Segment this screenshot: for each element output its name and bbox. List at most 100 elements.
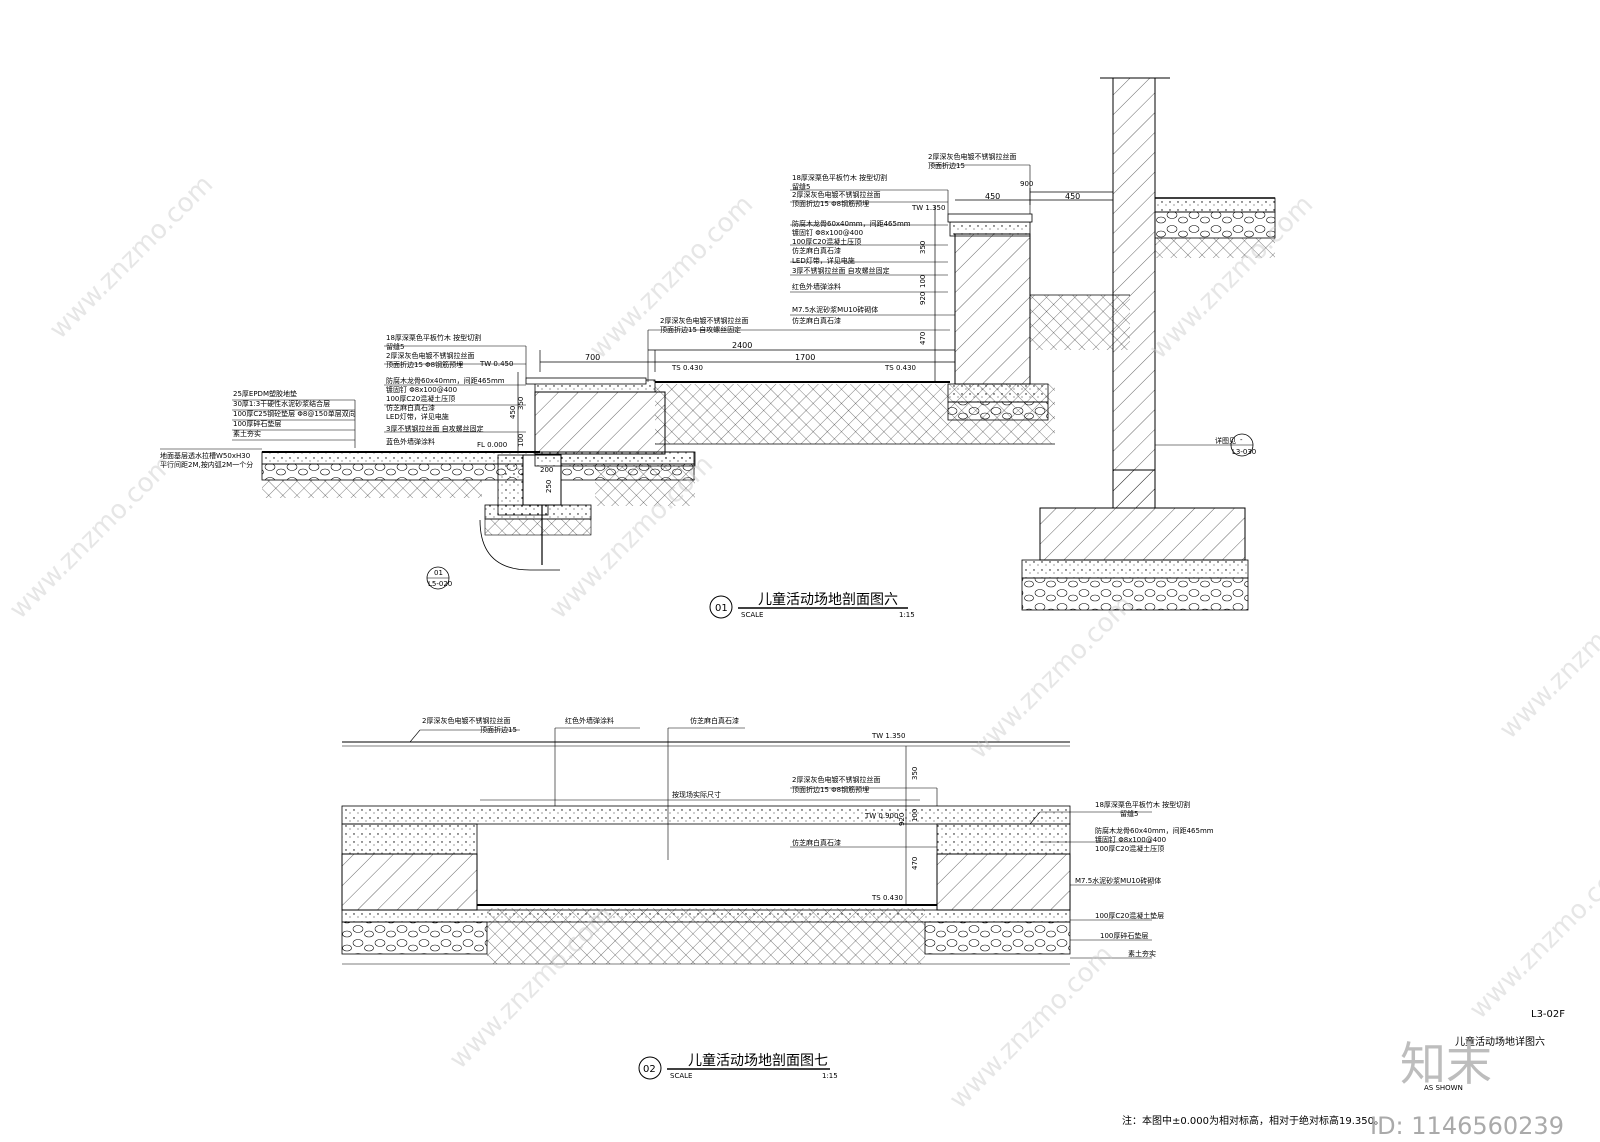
dim-1700: 1700 [795,353,815,362]
label-stone-wall: 仿芝麻白真石漆 [792,316,841,325]
label-stone-paint: 仿芝麻白真石漆 [386,403,435,412]
dim-700: 700 [585,353,600,362]
dim-s2-350: 350 [911,767,919,780]
section-02-labels: 2厚深灰色电镀不锈钢拉丝面 顶面折边15 红色外墙弹涂料 仿芝麻白真石漆 2厚深… [422,716,1214,958]
sheet-note: 注：本图中±0.000为相对标高，相对于绝对标高19.350。 [1122,1114,1384,1127]
elev-s2-ts-0430: TS 0.430 [871,894,903,902]
label-drain: 地面基层透水拉槽W50xH30 [160,451,250,460]
label-s2-bamboo: 18厚深栗色平板竹木 按型切割 [1095,800,1190,809]
label-s2-stone: 仿芝麻白真石漆 [690,716,739,725]
label-concrete: 100厚C25钢砼垫层 Φ8@150单层双向 [233,409,356,418]
section-01-elevations: TW 1.350 TW 0.450 TS 0.430 TS 0.430 FL 0… [477,204,945,449]
detail-ref-top: - [1240,436,1243,444]
detail-ref-label: 详图见 [1215,436,1236,445]
watermark-url-2: www.znzmo.com [4,450,179,625]
section-02-title: 02 儿童活动场地剖面图七 SCALE 1:15 [643,1052,838,1080]
elev-tw-0450: TW 0.450 [479,360,513,368]
label-steel-mid: 2厚深灰色电镀不锈钢拉丝面 [660,316,748,325]
section-02-scale: 1:15 [822,1072,838,1080]
elev-fl-0000: FL 0.000 [477,441,507,449]
dim-450-a: 450 [985,192,1000,201]
label-bamboo-top: 18厚深栗色平板竹木 按型切割 [792,173,887,182]
watermark-url-1: www.znzmo.com [44,170,219,345]
watermark-logo: 知末 [1400,1037,1492,1091]
label-gap: 留缝5 [386,342,404,351]
sheet-scale-note: AS SHOWN [1424,1084,1463,1092]
label-cap: 100厚C20混凝土压顶 [386,394,455,403]
label-gap-top: 留缝5 [792,182,810,191]
watermark-url-10: www.znzmo.com [1464,850,1600,1025]
label-s2-brick: M7.5水泥砂浆MU10砖砌体 [1075,876,1161,885]
dim-250: 250 [545,480,553,493]
dim-200: 200 [540,466,553,474]
label-brick: M7.5水泥砂浆MU10砖砌体 [792,305,878,314]
label-epdm: 25厚EPDM塑胶地垫 [233,389,297,398]
section-02-title-text: 儿童活动场地剖面图七 [688,1052,828,1069]
section-01-title: 01 儿童活动场地剖面图六 SCALE 1:15 [715,591,915,619]
label-nail: 镀固钉 Φ8x100@400 [386,385,457,394]
elev-s2-tw-1350: TW 1.350 [871,732,905,740]
label-s2-stone-mid: 仿芝麻白真石漆 [792,838,841,847]
label-steel: 2厚深灰色电镀不锈钢拉丝面 [386,351,474,360]
section-01-labels-step2: 2厚深灰色电镀不锈钢拉丝面 顶面折边15 自攻螺丝固定 [660,316,748,334]
dim-450-b: 450 [1065,192,1080,201]
detail-ref-bottom: L3-030 [1232,448,1256,456]
callout-bottom: L5-020 [428,580,452,588]
watermark-id: ID: 1146560239 [1370,1112,1564,1140]
watermark-url-8: www.znzmo.com [944,940,1119,1115]
label-cap-top: 100厚C20混凝土压顶 [792,237,861,246]
dim-s2-470: 470 [911,857,919,870]
section-01-scale-label: SCALE [741,611,763,619]
section-02-number: 02 [643,1064,656,1075]
sheet-title: 儿童活动场地详图六 [1455,1035,1545,1048]
dim-470: 470 [919,332,927,345]
section-02-scale-label: SCALE [670,1072,692,1080]
label-s2-keel: 防腐木龙骨60x40mm，间距465mm [1095,826,1214,835]
sheet-info: L3-02F 儿童活动场地详图六 AS SHOWN 注：本图中±0.000为相对… [1122,1009,1565,1127]
section-01-labels-step3: 2厚深灰色电镀不锈钢拉丝面 顶面折边15 18厚深栗色平板竹木 按型切割 留缝5… [792,152,1016,325]
label-s2-soil: 素土夯实 [1128,949,1156,958]
watermark-url-3: www.znzmo.com [584,190,759,365]
watermark-url-9: www.znzmo.com [1494,570,1600,745]
label-steel-3: 3厚不锈钢拉丝面 自攻螺丝固定 [386,424,484,433]
section-01-callouts: 01 L5-020 详图见 - L3-030 [428,436,1256,588]
section-01-dims: 900 450 450 350 920 100 470 700 2400 170… [509,180,1080,493]
label-drain-spacing: 平行间距2M,按内弧2M一个分 [160,460,253,469]
label-stone-top: 仿芝麻白真石漆 [792,246,841,255]
label-s2-nail: 镀固钉 Φ8x100@400 [1095,835,1166,844]
label-fold-top: 顶面折边15 [928,161,965,170]
label-steel-top-2: 2厚深灰色电镀不锈钢拉丝面 [792,190,880,199]
label-keel: 防腐木龙骨60x40mm，间距465mm [386,376,505,385]
dim-900: 900 [1020,180,1033,188]
dim-920: 920 [919,292,927,305]
dim-s2-100: 100 [911,809,919,822]
label-s2-red-paint: 红色外墙弹涂料 [565,716,614,725]
section-01-drawing [160,77,1276,619]
label-blue-paint: 蓝色外墙弹涂料 [386,437,435,446]
label-bamboo: 18厚深栗色平板竹木 按型切割 [386,333,481,342]
label-fold-top-2: 顶面折边15 Φ8钢筋预埋 [792,199,869,208]
watermark-url-6: www.znzmo.com [964,590,1139,765]
section-02-elevations: TW 1.350 TW 0.900 TS 0.430 [864,732,905,902]
label-steel-top: 2厚深灰色电镀不锈钢拉丝面 [928,152,1016,161]
label-led-top: LED灯带，详见电施 [792,256,855,265]
label-soil: 素土夯实 [233,429,261,438]
dim-2400: 2400 [732,341,752,350]
section-02-dims: 350 920 100 470 [898,767,919,870]
elev-tw-1350: TW 1.350 [911,204,945,212]
callout-top: 01 [434,569,443,577]
label-s2-fold: 顶面折边15 [480,725,517,734]
label-mortar: 30厚1:3干硬性水泥砂浆结合层 [233,399,330,408]
label-fold: 顶面折边15 Φ8钢筋预埋 [386,360,463,369]
dim-100: 100 [919,275,927,288]
label-keel-top: 防腐木龙骨60x40mm，间距465mm [792,219,911,228]
label-s2-site: 按现场实际尺寸 [672,790,721,799]
label-red-paint: 红色外墙弹涂料 [792,282,841,291]
label-gravel: 100厚碎石垫层 [233,419,281,428]
section-02-drawing [341,727,1152,1080]
section-01-labels-left: 25厚EPDM塑胶地垫 30厚1:3干硬性水泥砂浆结合层 100厚C25钢砼垫层… [160,389,356,469]
dim-s2-920: 920 [898,813,906,826]
label-steel3-top: 3厚不锈钢拉丝面 自攻螺丝固定 [792,266,890,275]
label-fold-mid: 顶面折边15 自攻螺丝固定 [660,325,741,334]
label-nail-top: 镀固钉 Φ8x100@400 [792,228,863,237]
